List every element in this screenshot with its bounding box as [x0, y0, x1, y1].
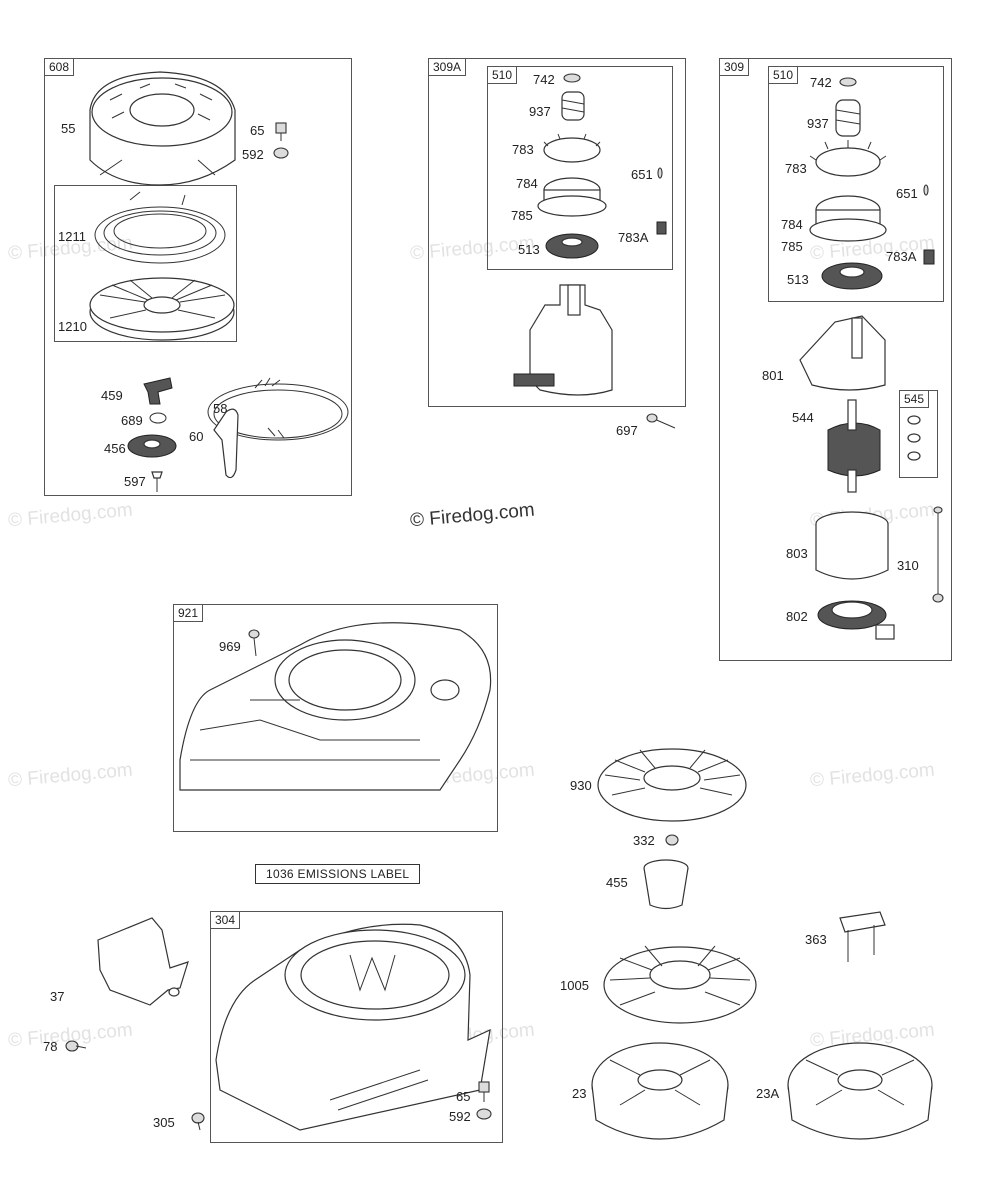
part-label-803: 803 [786, 546, 808, 561]
part-label-592: 592 [449, 1109, 471, 1124]
group-tag-304: 304 [210, 911, 241, 929]
part-label-305: 305 [153, 1115, 175, 1130]
part-label-65: 65 [456, 1089, 471, 1104]
part-label-332: 332 [633, 833, 655, 848]
part-label-55: 55 [61, 121, 76, 136]
screw-305-drawing [191, 1112, 205, 1131]
part-label-58: 58 [213, 401, 228, 416]
group-tag-921: 921 [173, 604, 204, 622]
part-label-689: 689 [121, 413, 143, 428]
screw-78-drawing [65, 1040, 87, 1052]
bracket-363-drawing [839, 911, 886, 962]
blower-housing-921-drawing [179, 622, 492, 791]
flywheel-fan-drawing [603, 945, 757, 1024]
part-label-802: 802 [786, 609, 808, 624]
screw-65-drawing [275, 122, 287, 141]
group-box-921 [173, 604, 498, 832]
part-label-65: 65 [250, 123, 265, 138]
part-label-544: 544 [792, 410, 814, 425]
screw-969-drawing [248, 629, 260, 657]
starter-309-parts-drawing [799, 77, 944, 640]
group-box-510a [487, 66, 673, 270]
starter-309a-parts-drawing [513, 73, 667, 396]
part-label-597: 597 [124, 474, 146, 489]
blower-housing-304-drawing [215, 923, 491, 1131]
part-label-456: 456 [104, 441, 126, 456]
part-label-513: 513 [518, 242, 540, 257]
starter-cup-drawing [643, 859, 689, 910]
spring-689-drawing [149, 412, 167, 424]
part-label-783: 783 [785, 161, 807, 176]
group-box-510b [768, 66, 944, 302]
part-label-363: 363 [805, 932, 827, 947]
part-label-23a: 23A [756, 1086, 780, 1101]
group-box-608 [44, 58, 352, 496]
group-box-309a [428, 58, 686, 407]
part-label-969: 969 [219, 639, 241, 654]
part-label-651: 651 [631, 167, 653, 182]
part-label-455: 455 [606, 875, 628, 890]
part-label-801: 801 [762, 368, 784, 383]
starter-rope-drawing [207, 377, 349, 441]
group-tag-309: 309 [719, 58, 750, 76]
part-label-937: 937 [529, 104, 551, 119]
part-label-1211: 1211 [58, 229, 86, 244]
part-label-742: 742 [810, 75, 832, 90]
part-label-783a: 783A [618, 230, 649, 245]
part-label-784: 784 [516, 176, 538, 191]
part-label-78: 78 [43, 1039, 58, 1054]
shield-37-drawing [97, 917, 189, 1006]
part-label-785: 785 [511, 208, 533, 223]
part-label-459: 459 [101, 388, 123, 403]
part-label-783a: 783A [886, 249, 917, 264]
pulley-drawing [89, 277, 235, 341]
nut-592b-drawing [476, 1108, 492, 1120]
rewind-spring-drawing [94, 191, 226, 264]
nut-332-drawing [665, 834, 679, 846]
part-label-930: 930 [570, 778, 592, 793]
part-label-1210: 1210 [58, 319, 87, 334]
group-tag-309a: 309A [428, 58, 467, 76]
flywheel-23a-drawing [787, 1042, 933, 1140]
group-tag-545: 545 [899, 390, 930, 408]
screw-65b-drawing [478, 1081, 490, 1102]
group-tag-510b: 510 [768, 66, 799, 84]
screw-697-drawing [646, 413, 676, 429]
part-label-37: 37 [50, 989, 65, 1004]
group-tag-510a: 510 [487, 66, 518, 84]
screw-597-drawing [151, 471, 163, 492]
part-label-310: 310 [897, 558, 919, 573]
part-label-784: 784 [781, 217, 803, 232]
part-label-60: 60 [189, 429, 204, 444]
recoil-housing-drawing [89, 71, 236, 186]
group-box-304 [210, 911, 503, 1143]
part-label-742: 742 [533, 72, 555, 87]
flywheel-23-drawing [591, 1042, 729, 1140]
part-label-937: 937 [807, 116, 829, 131]
part-label-23: 23 [572, 1086, 587, 1101]
emissions-label-part: 1036 EMISSIONS LABEL [255, 864, 421, 884]
subgroup-box-recoil [54, 185, 237, 342]
part-label-697: 697 [616, 423, 638, 438]
rotating-screen-drawing [597, 748, 747, 822]
part-label-651: 651 [896, 186, 918, 201]
nut-592-drawing [273, 147, 289, 159]
group-tag-608: 608 [44, 58, 75, 76]
part-label-785: 785 [781, 239, 803, 254]
part-label-1005: 1005 [560, 978, 589, 993]
part-label-783: 783 [512, 142, 534, 157]
ratchet-459-drawing [143, 377, 173, 405]
part-label-592: 592 [242, 147, 264, 162]
starter-handle-drawing [213, 408, 239, 479]
retainer-456-drawing [127, 434, 177, 458]
part-label-513: 513 [787, 272, 809, 287]
group-box-309 [719, 58, 952, 661]
